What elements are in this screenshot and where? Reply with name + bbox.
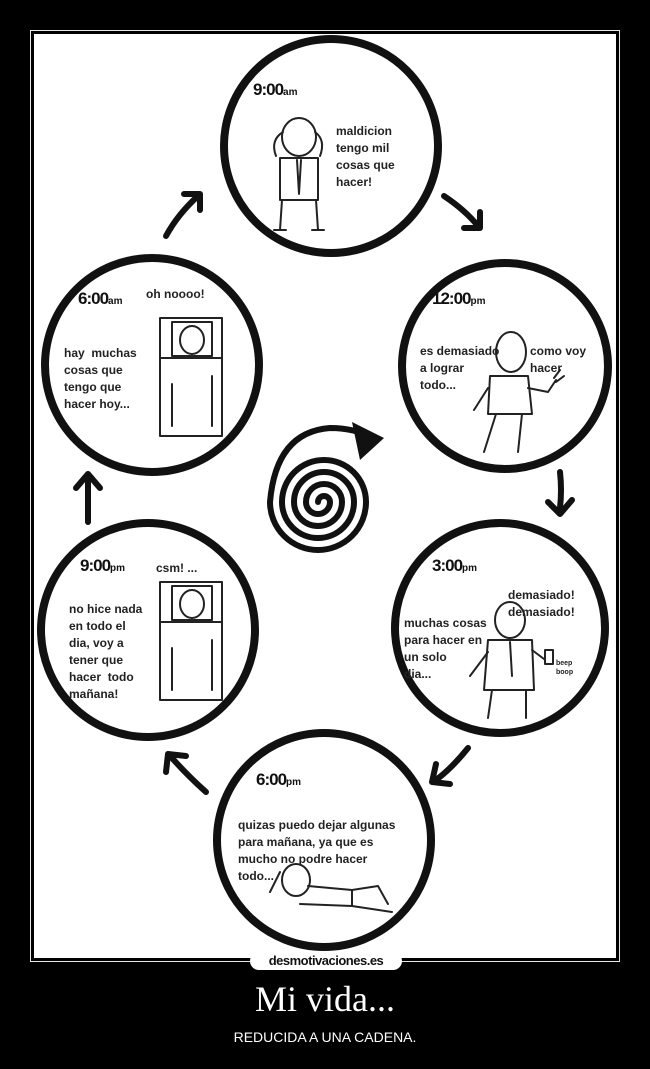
- arrow-icon: [545, 469, 575, 517]
- time-label: 6:00pm: [256, 770, 302, 789]
- speech-text: demasiado! demasiado!: [508, 588, 575, 619]
- speech-text: como voy hacer: [530, 344, 587, 375]
- page-subtitle: REDUCIDA A UNA CADENA.: [233, 1029, 417, 1045]
- panel-circle-6pm: [213, 729, 435, 951]
- page-title: Mi vida...: [255, 979, 395, 1019]
- arrow-icon: [163, 191, 203, 239]
- time-label: 12:00pm: [432, 289, 486, 308]
- time-label: 3:00pm: [432, 556, 478, 575]
- panel-circle-3pm: [391, 519, 609, 737]
- watermark-link[interactable]: desmotivaciones.es: [250, 952, 402, 970]
- speech-text: oh noooo!: [146, 287, 205, 301]
- arrow-icon: [163, 751, 209, 795]
- arrow-icon: [429, 745, 471, 787]
- lying-person-illustration: [269, 863, 393, 913]
- panel-circle-12pm: [398, 259, 612, 473]
- panel-circle-9am: [220, 35, 442, 257]
- spiral-arrow-head-icon: [352, 422, 384, 460]
- panel-text: maldicion tengo mil cosas que hacer!: [336, 124, 395, 189]
- bed-illustration: [159, 317, 223, 437]
- panel-circle-9pm: [37, 519, 259, 741]
- arrow-icon: [73, 471, 103, 525]
- angry-person-illustration: [469, 601, 554, 719]
- speech-text: csm! ...: [156, 561, 198, 575]
- spiral-icon: [266, 424, 375, 553]
- panel-text: hay muchas cosas que tengo que hacer hoy…: [64, 346, 137, 411]
- sound-effect-text: beep boop: [556, 660, 574, 676]
- time-label: 6:00am: [78, 289, 123, 308]
- stressed-person-illustration: [273, 117, 325, 231]
- panel-text: es demasiado a lograr todo...: [420, 344, 500, 392]
- time-label: 9:00am: [253, 80, 298, 99]
- distressed-person-illustration: [473, 331, 565, 453]
- panel-text: no hice nada en todo el dia, voy a tener…: [69, 602, 143, 701]
- bed-illustration: [159, 581, 223, 701]
- time-label: 9:00pm: [80, 556, 126, 575]
- panel-circle-6am: [41, 254, 263, 476]
- arrow-icon: [441, 193, 483, 231]
- panel-text: muchas cosas para hacer en un solo dia..…: [404, 616, 487, 681]
- panel-text: quizas puedo dejar algunas para mañana, …: [238, 818, 396, 883]
